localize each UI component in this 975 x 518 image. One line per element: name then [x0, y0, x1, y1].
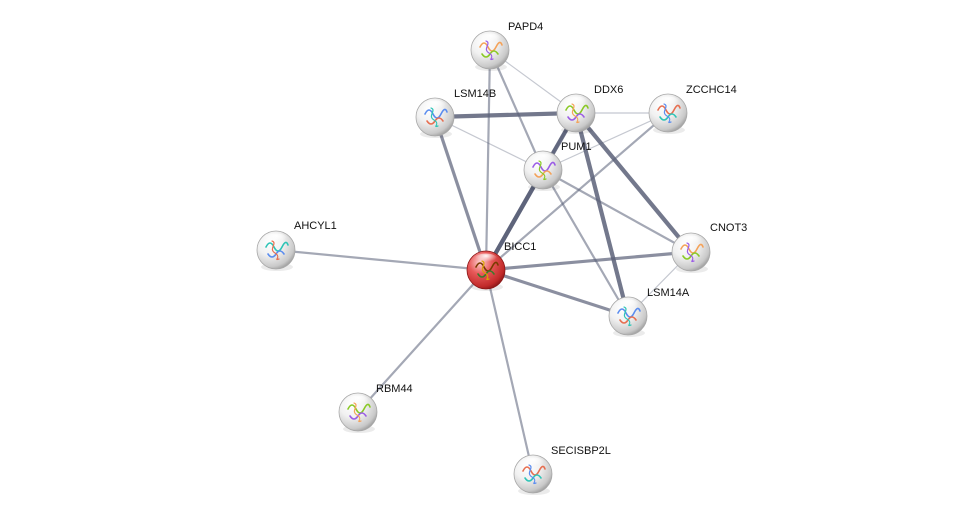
node-cnot3[interactable]: CNOT3: [671, 222, 747, 273]
node-highlight: [564, 96, 588, 109]
node-papd4[interactable]: PAPD4: [470, 21, 543, 71]
edge-bicc1-zcchc14[interactable]: [484, 111, 670, 272]
edges-layer: [274, 48, 694, 476]
node-lsm14a[interactable]: LSM14A: [608, 287, 690, 337]
node-highlight: [656, 96, 680, 109]
node-label-cnot3: CNOT3: [710, 222, 747, 234]
node-highlight: [521, 457, 545, 470]
node-highlight: [616, 299, 640, 312]
node-bicc1[interactable]: BICC1: [466, 241, 536, 291]
edge-pum1-cnot3[interactable]: [541, 168, 693, 254]
node-label-lsm14b: LSM14B: [454, 88, 496, 100]
edge-bicc1-lsm14a[interactable]: [484, 268, 630, 318]
edge-ddx6-lsm14a[interactable]: [573, 110, 631, 319]
node-label-ddx6: DDX6: [594, 84, 623, 96]
node-label-lsm14a: LSM14A: [647, 287, 690, 299]
node-highlight: [474, 253, 498, 266]
node-highlight: [423, 100, 447, 113]
node-highlight: [346, 395, 370, 408]
edge-pum1-lsm14a[interactable]: [541, 168, 630, 318]
node-label-ahcyl1: AHCYL1: [294, 220, 337, 232]
edge-bicc1-secisbp2l[interactable]: [484, 268, 535, 476]
edge-lsm14b-pum1[interactable]: [434, 116, 544, 171]
node-highlight: [531, 153, 555, 166]
node-label-zcchc14: ZCCHC14: [686, 84, 737, 96]
node-label-bicc1: BICC1: [504, 241, 536, 253]
node-rbm44[interactable]: RBM44: [338, 383, 413, 433]
node-label-rbm44: RBM44: [376, 383, 413, 395]
node-secisbp2l[interactable]: SECISBP2L: [513, 445, 611, 495]
edge-ddx6-cnot3[interactable]: [573, 110, 694, 255]
node-label-secisbp2l: SECISBP2L: [551, 445, 611, 457]
edge-bicc1-rbm44[interactable]: [356, 268, 488, 414]
edge-bicc1-lsm14b[interactable]: [433, 115, 488, 272]
edge-bicc1-cnot3[interactable]: [484, 250, 693, 272]
node-highlight: [679, 235, 703, 248]
node-highlight: [264, 233, 288, 246]
node-ahcyl1[interactable]: AHCYL1: [256, 220, 337, 271]
node-ddx6[interactable]: DDX6: [556, 84, 623, 134]
node-highlight: [478, 33, 502, 46]
edge-bicc1-ahcyl1[interactable]: [274, 248, 488, 272]
node-label-papd4: PAPD4: [508, 21, 543, 33]
edge-papd4-pum1[interactable]: [488, 48, 545, 172]
node-lsm14b[interactable]: LSM14B: [415, 88, 496, 138]
node-zcchc14[interactable]: ZCCHC14: [648, 84, 737, 134]
edge-pum1-zcchc14[interactable]: [542, 112, 669, 171]
node-label-pum1: PUM1: [561, 141, 592, 153]
edge-lsm14b-ddx6[interactable]: [432, 110, 579, 120]
edge-bicc1-papd4[interactable]: [484, 48, 492, 272]
node-pum1[interactable]: PUM1: [523, 141, 592, 191]
